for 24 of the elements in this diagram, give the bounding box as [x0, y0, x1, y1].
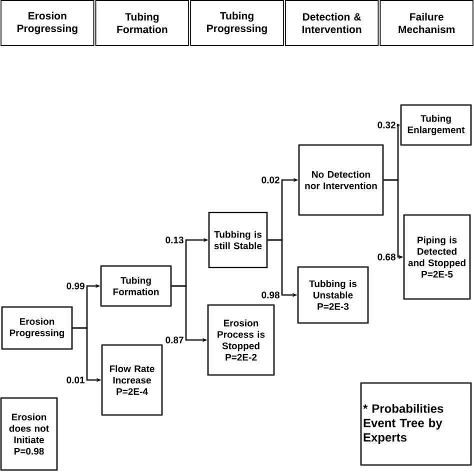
- probability-label: 0.13: [164, 236, 185, 244]
- probability-label: 0.87: [164, 336, 185, 344]
- probability-label: 0.68: [376, 252, 397, 262]
- column-header: Erosion Progressing: [0, 0, 94, 46]
- outcome-box: Piping is Detected and Stopped P=2E-5: [403, 214, 471, 300]
- outcome-box: Tubing Enlargement: [400, 104, 472, 146]
- note-box: * Probabilities Event Tree by Experts: [360, 382, 472, 466]
- probability-label: 0.98: [260, 290, 281, 300]
- column-header: Failure Mechanism: [380, 0, 474, 46]
- event-box: No Detection nor Intervention: [298, 144, 384, 216]
- outcome-box: Erosion does not Initiate P=0.98: [0, 397, 58, 471]
- outcome-box: Flow Rate Increase P=2E-4: [101, 344, 163, 416]
- probability-label: 0.99: [65, 282, 86, 290]
- probability-label: 0.01: [65, 376, 86, 384]
- column-header: Tubing Formation: [95, 0, 190, 46]
- probability-label: 0.32: [376, 120, 397, 130]
- outcome-box: Tubbing is Unstable P=2E-3: [297, 266, 369, 324]
- probability-label: 0.02: [260, 176, 281, 184]
- event-box: Tubing Formation: [100, 265, 172, 307]
- event-box: Erosion Progressing: [1, 306, 73, 350]
- column-header: Tubing Progressing: [190, 0, 284, 46]
- event-box: Tubbing is still Stable: [208, 212, 268, 268]
- outcome-box: Erosion Process is Stopped P=2E-2: [207, 304, 275, 376]
- column-header: Detection & Intervention: [284, 0, 379, 46]
